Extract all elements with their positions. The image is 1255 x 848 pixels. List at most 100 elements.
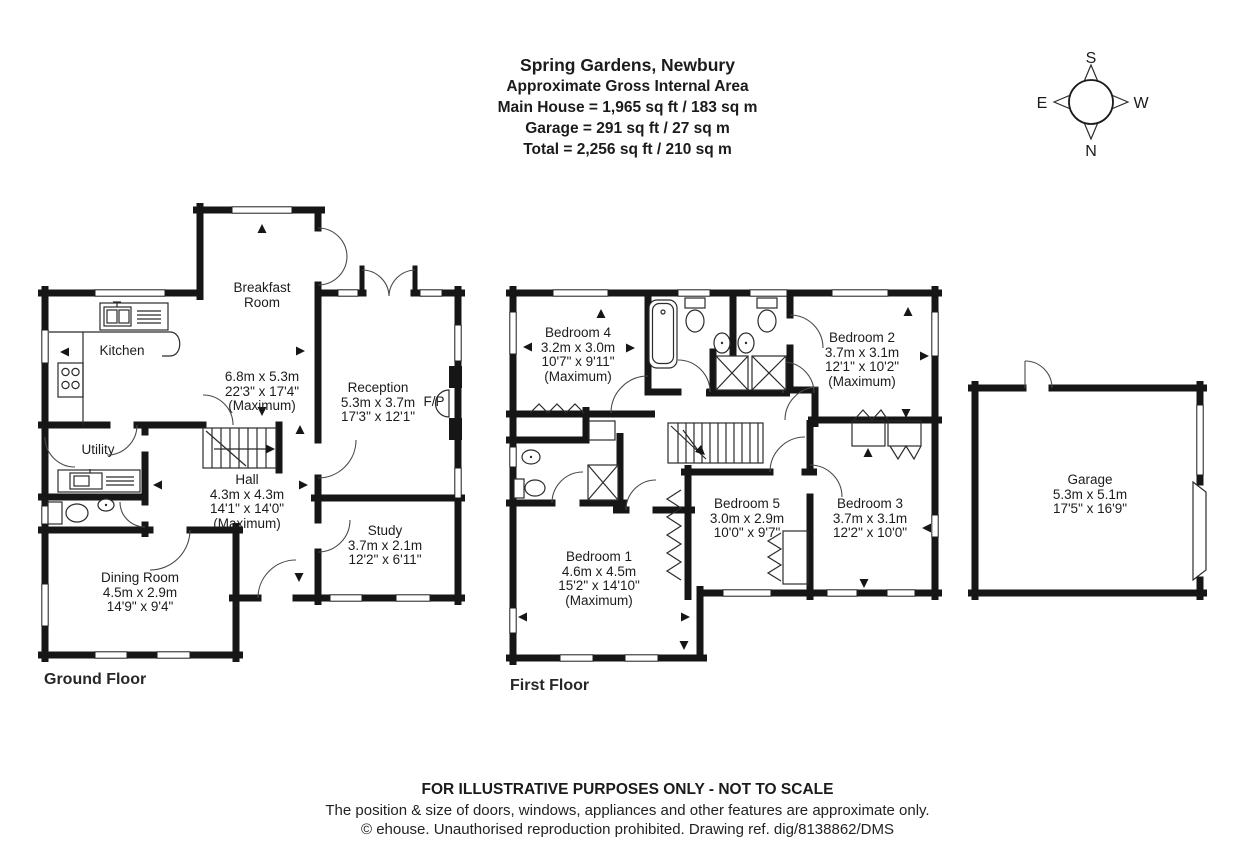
room-label-breakfast: Breakfast Room [233, 280, 291, 310]
compass-rose: S N E W [1037, 50, 1150, 160]
first-floor-arrows [518, 307, 931, 650]
room-dims-metric: 3.2m x 3.0m [540, 339, 616, 355]
room-name: Bedroom 2 [828, 330, 896, 345]
room-name: Breakfast [233, 280, 291, 295]
room-label-dining: Dining Room 4.5m x 2.9m 14'9" x 9'4" [100, 570, 180, 615]
garage-door-panel [1192, 480, 1207, 582]
room-name: Garage [1067, 472, 1113, 487]
room-name: Bedroom 5 [713, 496, 781, 511]
first-floor-plan [506, 286, 942, 665]
wardrobes [529, 403, 922, 585]
room-name: Utility [81, 442, 115, 457]
ground-floor-windows [41, 206, 462, 659]
staircase-ground [202, 427, 277, 469]
wc-fixtures [47, 498, 115, 525]
room-dims-imperial: 10'0" x 9'7" [713, 525, 781, 541]
bathroom-fixtures [648, 297, 778, 369]
room-dims-metric: 3.7m x 3.1m [832, 510, 908, 526]
room-dims-note: (Maximum) [828, 373, 896, 389]
garage-window [1196, 404, 1204, 476]
room-dims-metric: 4.3m x 4.3m [209, 486, 285, 502]
garage-area: Garage = 291 sq ft / 27 sq m [525, 120, 730, 137]
footer-disclaimer: FOR ILLUSTRATIVE PURPOSES ONLY - NOT TO … [0, 779, 1255, 839]
room-dims-metric: 3.0m x 2.9m [709, 510, 785, 526]
room-label-bedroom5: Bedroom 5 3.0m x 2.9m 10'0" x 9'7" [709, 496, 785, 541]
room-name: Reception [347, 380, 409, 395]
footer-line-3: © ehouse. Unauthorised reproduction proh… [360, 821, 895, 838]
room-label-bedroom3: Bedroom 3 3.7m x 3.1m 12'2" x 10'0" [832, 496, 908, 541]
property-address: Spring Gardens, Newbury [520, 55, 735, 75]
room-label-study: Study 3.7m x 2.1m 12'2" x 6'11" [347, 523, 423, 568]
fireplace-abbr: F/P [423, 394, 445, 409]
area-subtitle: Approximate Gross Internal Area [506, 78, 749, 95]
room-name: Bedroom 4 [544, 325, 612, 340]
room-name: Hall [235, 472, 259, 487]
room-label-bedroom1: Bedroom 1 4.6m x 4.5m 15'2" x 14'10" (Ma… [558, 549, 640, 608]
kitchen-fixtures [49, 301, 181, 425]
first-floor-title: First Floor [510, 677, 590, 694]
room-label-hall: Hall 4.3m x 4.3m 14'1" x 14'0" (Maximum) [209, 472, 285, 531]
room-dims-imperial: 14'9" x 9'4" [106, 599, 174, 615]
room-label-utility: Utility [81, 442, 115, 458]
main-house-area: Main House = 1,965 sq ft / 183 sq m [497, 99, 758, 116]
garage-walls [968, 381, 1207, 600]
room-dims-imperial: 15'2" x 14'10" [558, 578, 640, 594]
room-dims-imperial: 22'3" x 17'4" [224, 383, 300, 399]
fireplace [434, 366, 462, 440]
room-dims-metric: 5.3m x 5.1m [1052, 486, 1128, 502]
title-block: Spring Gardens, Newbury Approximate Gros… [0, 54, 1255, 160]
room-dims-metric: 6.8m x 5.3m [224, 369, 300, 384]
ground-floor-title: Ground Floor [44, 671, 147, 688]
room-dims-metric: 3.7m x 2.1m [347, 537, 423, 553]
first-floor-walls [506, 286, 942, 665]
room-name: Dining Room [100, 570, 180, 585]
ground-floor-walls [38, 203, 465, 662]
room-dims-imperial: 17'5" x 16'9" [1052, 501, 1128, 517]
room-dims-imperial: 17'3" x 12'1" [340, 409, 416, 425]
room-dims-imperial: 12'1" x 10'2" [824, 359, 900, 375]
airing-cupboards [715, 355, 787, 391]
room-dims-imperial: 12'2" x 6'11" [348, 552, 422, 568]
room-label-kitchen: Kitchen [99, 343, 145, 359]
room-dims-note: (Maximum) [228, 398, 296, 414]
compass-letter-e: E [1037, 95, 1048, 112]
utility-fixtures [57, 469, 141, 493]
room-dims-imperial: 10'7" x 9'11" [541, 354, 615, 370]
ground-floor-arrows [60, 224, 308, 582]
room-label-reception: Reception 5.3m x 3.7m 17'3" x 12'1" [340, 380, 416, 425]
room-dims-imperial: 14'1" x 14'0" [209, 501, 285, 517]
room-name: Bedroom 1 [565, 549, 633, 564]
footer-line-2: The position & size of doors, windows, a… [325, 802, 930, 819]
room-label-garage: Garage 5.3m x 5.1m 17'5" x 16'9" [1052, 472, 1128, 517]
room-dims-metric: 4.6m x 4.5m [561, 563, 637, 579]
compass-letter-w: W [1133, 95, 1149, 112]
room-dims-metric: 4.5m x 2.9m [102, 584, 178, 600]
room-name: Room [243, 294, 280, 310]
ground-floor-plan [38, 203, 465, 662]
room-name: Study [367, 523, 403, 538]
room-label-bedroom2: Bedroom 2 3.7m x 3.1m 12'1" x 10'2" (Max… [824, 330, 900, 389]
footer-line-1: FOR ILLUSTRATIVE PURPOSES ONLY - NOT TO … [421, 781, 834, 798]
staircase-first [667, 422, 764, 464]
room-name: Bedroom 3 [836, 496, 904, 511]
ensuite-fixtures [513, 420, 619, 501]
room-dims-metric: 5.3m x 3.7m [340, 394, 416, 410]
room-dims-note: (Maximum) [544, 368, 612, 384]
garage-plan [968, 360, 1207, 600]
room-dims-note: (Maximum) [565, 592, 633, 608]
room-dims-note: (Maximum) [213, 515, 281, 531]
first-floor-doors [551, 314, 843, 511]
compass-letter-s: S [1086, 50, 1097, 67]
garage-entry-door [1024, 360, 1053, 389]
room-name: Kitchen [99, 343, 145, 358]
room-label-bedroom4: Bedroom 4 3.2m x 3.0m 10'7" x 9'11" (Max… [540, 325, 616, 384]
compass-letter-n: N [1085, 143, 1097, 160]
room-dims-imperial: 12'2" x 10'0" [832, 525, 908, 541]
fireplace-label: F/P [423, 394, 445, 410]
room-dims-metric: 3.7m x 3.1m [824, 344, 900, 360]
total-area: Total = 2,256 sq ft / 210 sq m [523, 141, 732, 158]
ground-floor-doors [44, 227, 416, 599]
first-floor-windows [509, 289, 939, 662]
